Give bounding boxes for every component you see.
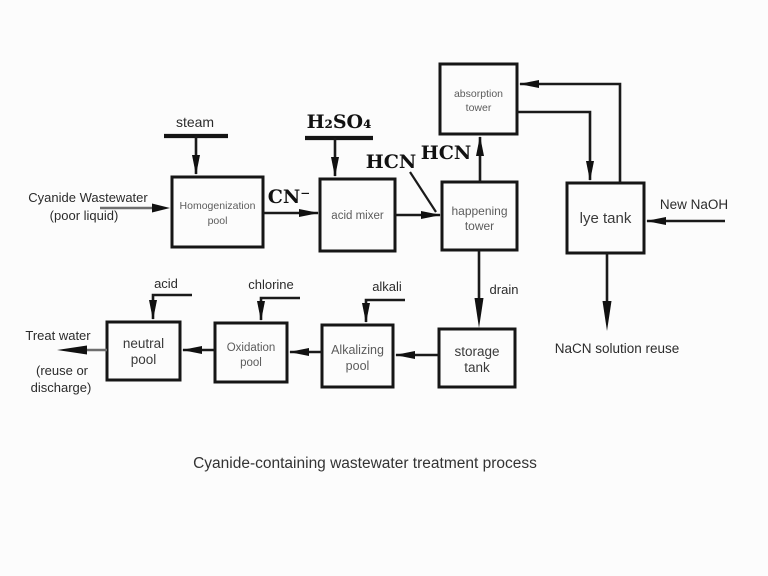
alkalizing-pool-rect [320, 323, 395, 389]
neutral-pool-label-line2: pool [131, 352, 157, 367]
drain-label: drain [490, 282, 519, 297]
homogenization-pool-label-line1: Homogenization [180, 200, 256, 212]
acid-label: acid [154, 276, 178, 291]
cn-minus-label: CN⁻ [268, 186, 311, 208]
acid-mixer-box: acid mixer [318, 177, 397, 253]
happening-tower-box: happening tower [440, 180, 519, 252]
arrow-drain-head [474, 298, 484, 328]
oxidation-pool-box: Oxidation pool [213, 321, 289, 384]
homogenization-pool-rect [170, 175, 265, 249]
hcn-line-label: HCN [366, 151, 416, 173]
arrow-absorption-to-lye-tank [517, 110, 594, 181]
alkalizing-pool-label-line2: pool [346, 359, 370, 373]
steam-label: steam [176, 114, 214, 130]
lye-tank-label: lye tank [580, 210, 632, 227]
lye-tank-rect [565, 181, 646, 255]
arrow-alkali-to-alkalizing-pool [362, 298, 405, 323]
storage-tank-box: storage tank [437, 327, 517, 389]
h2so4-label: H₂SO₄ [307, 111, 372, 133]
hcn-callout-line [409, 171, 437, 213]
arrow-feed-head [152, 203, 170, 213]
storage-tank-label-line1: storage [454, 344, 499, 359]
absorption-tower-label-line1: absorption [454, 88, 503, 100]
feed-label-line1: Cyanide Wastewater [28, 190, 148, 205]
neutral-pool-label-line1: neutral [123, 336, 164, 351]
arrow-acid-to-neutral-pool [149, 293, 192, 320]
chlorine-label: chlorine [248, 277, 294, 292]
diagram-title: Cyanide-containing wastewater treatment … [193, 455, 537, 472]
happening-tower-label-line1: happening [451, 204, 507, 218]
neutral-pool-box: neutral pool [105, 320, 182, 382]
treated-water-label-line2: (reuse or [36, 363, 89, 378]
storage-tank-label-line2: tank [464, 360, 490, 375]
hcn-gas-label: HCN [421, 142, 471, 164]
arrow-chlorine-to-oxidation-pool [257, 296, 300, 321]
arrow-lye-tank-to-nacn-reuse-head [602, 301, 612, 331]
absorption-tower-rect [438, 62, 519, 136]
oxidation-pool-label-line2: pool [240, 357, 262, 369]
storage-tank-rect [437, 327, 517, 389]
nacn-reuse-label: NaCN solution reuse [555, 341, 680, 356]
treated-water-label-line1: Treat water [25, 328, 91, 343]
happening-tower-label-line2: tower [465, 219, 494, 233]
absorption-tower-box: absorption tower [438, 62, 519, 136]
arrow-lye-tank-to-absorption [519, 80, 622, 183]
new-naoh-label: New NaOH [660, 197, 728, 212]
oxidation-pool-label-line1: Oxidation [227, 342, 276, 354]
treated-water-label-line3: discharge) [31, 380, 92, 395]
alkalizing-pool-label-line1: Alkalizing [331, 343, 384, 357]
alkalizing-pool-box: Alkalizing pool [320, 323, 395, 389]
arrow-treated-water-head [57, 345, 87, 355]
oxidation-pool-rect [213, 321, 289, 384]
neutral-pool-rect [105, 320, 182, 382]
homogenization-pool-box: Homogenization pool [170, 175, 265, 249]
lye-tank-box: lye tank [565, 181, 646, 255]
homogenization-pool-label-line2: pool [208, 215, 228, 227]
feed-label-line2: (poor liquid) [50, 208, 119, 223]
absorption-tower-label-line2: tower [466, 102, 492, 114]
alkali-label: alkali [372, 279, 402, 294]
acid-mixer-label: acid mixer [331, 210, 384, 222]
